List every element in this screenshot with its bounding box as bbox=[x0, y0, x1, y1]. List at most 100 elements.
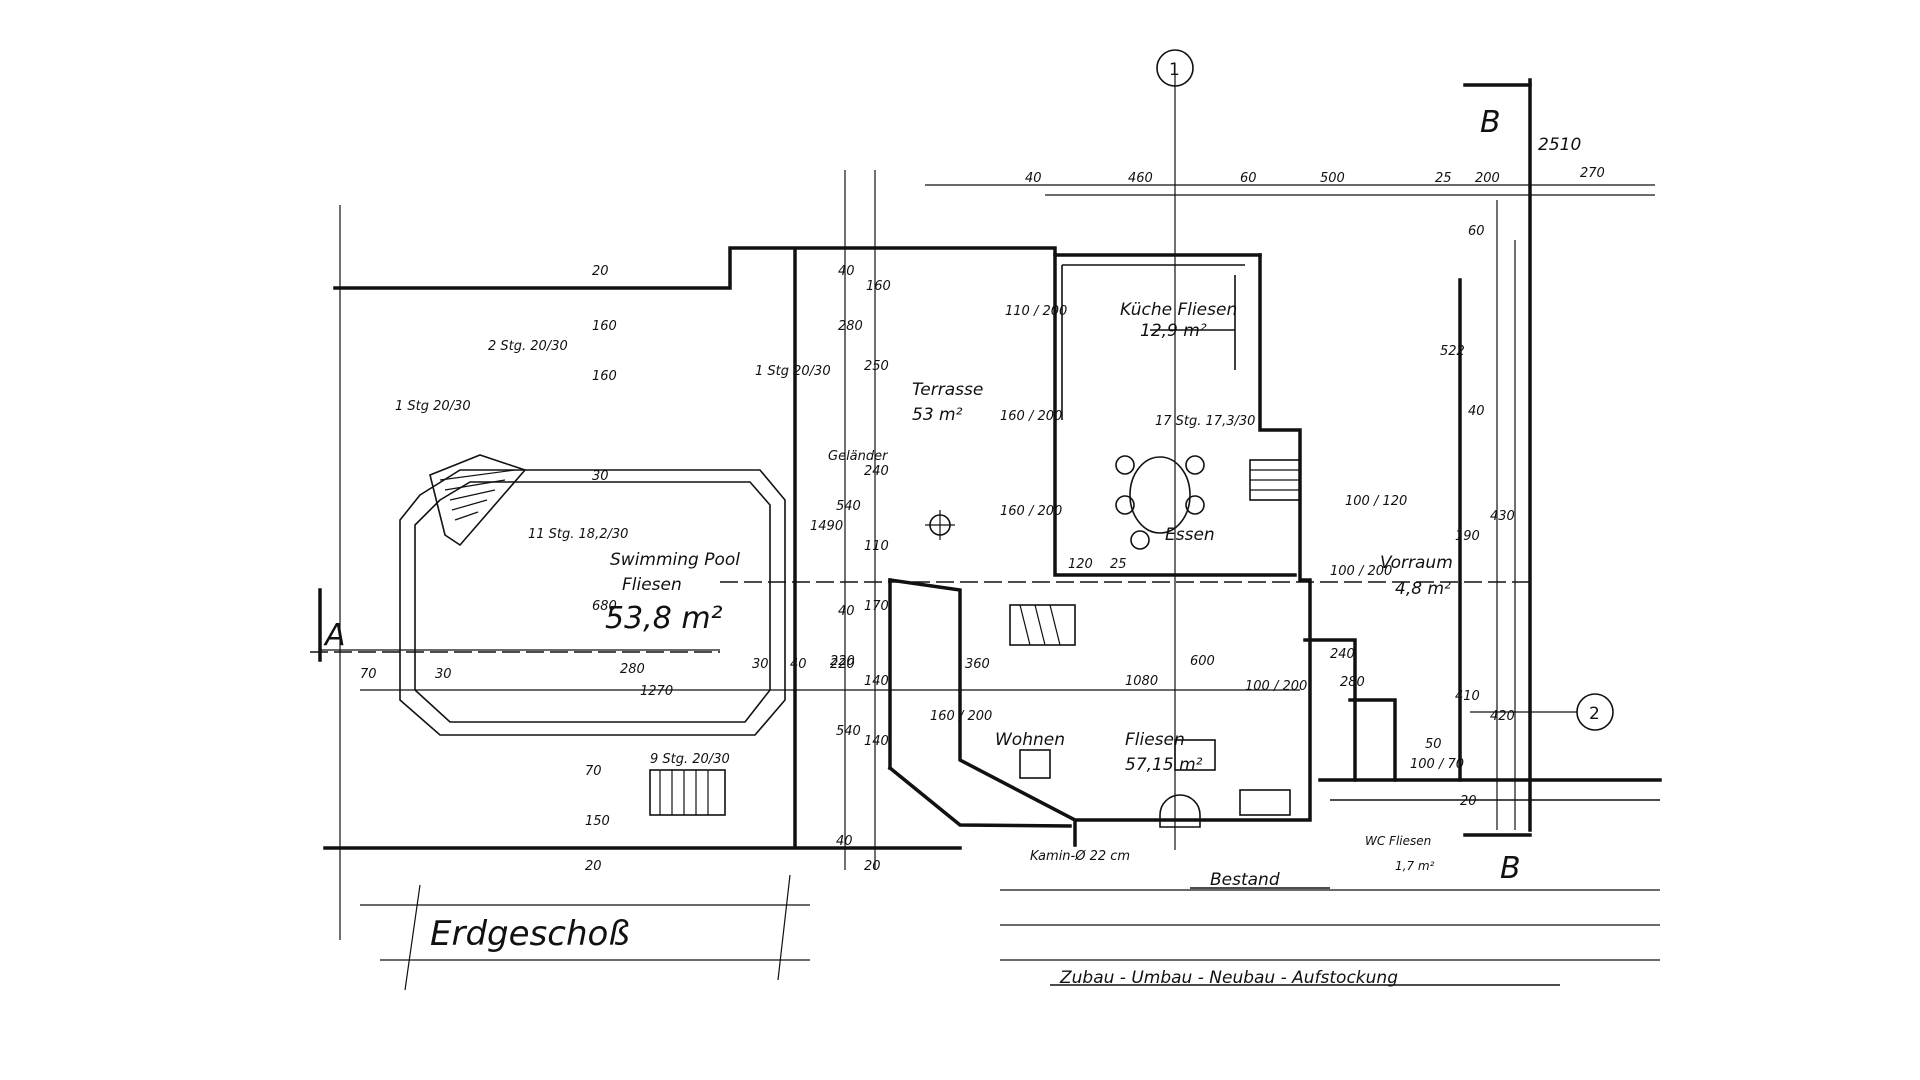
terrace-name: Terrasse bbox=[912, 380, 983, 400]
dim-label: 200 bbox=[1475, 171, 1500, 186]
dim-label: 30 bbox=[752, 657, 769, 672]
dim-label: 100 / 200 bbox=[1245, 679, 1307, 694]
dim-label: 30 bbox=[592, 469, 609, 484]
dimension-labels: 40 460 60 500 25 200 2510 270 20 160 160… bbox=[360, 135, 1605, 874]
dim-label: 160 bbox=[592, 369, 617, 384]
dim-label: 40 bbox=[838, 264, 855, 279]
dim-label: 250 bbox=[864, 359, 889, 374]
dim-label: 110 / 200 bbox=[1005, 304, 1067, 319]
dim-label: 40 bbox=[1468, 404, 1485, 419]
dim-label: 160 bbox=[592, 319, 617, 334]
dim-label: 240 bbox=[864, 464, 889, 479]
stairs-1a-note: 1 Stg 20/30 bbox=[395, 399, 471, 414]
dim-label: 70 bbox=[585, 764, 602, 779]
stairs-11-note: 11 Stg. 18,2/30 bbox=[528, 527, 628, 542]
dining-table bbox=[1115, 455, 1205, 550]
dim-label: 1490 bbox=[810, 519, 843, 534]
notes: Geländer 2 Stg. 20/30 1 Stg 20/30 1 Stg … bbox=[395, 339, 1398, 988]
dim-label: 220 bbox=[830, 654, 855, 669]
dining-label: Essen bbox=[1165, 525, 1215, 545]
dim-label: 60 bbox=[1240, 171, 1257, 186]
dim-label: 25 bbox=[1435, 171, 1452, 186]
legend-note: Zubau - Umbau - Neubau - Aufstockung bbox=[1059, 968, 1398, 988]
room-labels: Swimming Pool Fliesen 53,8 m² Terrasse 5… bbox=[605, 300, 1453, 873]
kitchen-area: 12,9 m² bbox=[1140, 321, 1207, 341]
stairs-2-note: 2 Stg. 20/30 bbox=[488, 339, 568, 354]
dim-label: 1270 bbox=[640, 684, 673, 699]
dim-label: 40 bbox=[1025, 171, 1042, 186]
dim-label: 220 bbox=[830, 657, 855, 672]
dim-label: 160 / 200 bbox=[1000, 504, 1062, 519]
dim-label: 100 / 200 bbox=[1330, 564, 1392, 579]
dim-label: 540 bbox=[836, 724, 861, 739]
section-a-label: A bbox=[323, 618, 346, 653]
dim-label: 160 bbox=[866, 279, 891, 294]
dim-label: 410 bbox=[1455, 689, 1480, 704]
dim-label: 280 bbox=[838, 319, 863, 334]
dim-label: 120 bbox=[1068, 557, 1093, 572]
dim-label: 100 / 70 bbox=[1410, 757, 1464, 772]
dim-label: 20 bbox=[585, 859, 602, 874]
dim-label: 460 bbox=[1128, 171, 1153, 186]
dim-label: 190 bbox=[1455, 529, 1480, 544]
dim-label: 40 bbox=[838, 604, 855, 619]
terrace-area: 53 m² bbox=[912, 405, 963, 425]
living-finish: Fliesen bbox=[1125, 730, 1185, 750]
hall-name: Vorraum bbox=[1380, 553, 1453, 573]
dim-label: 500 bbox=[1320, 171, 1345, 186]
dim-label: 600 bbox=[1190, 654, 1215, 669]
dim-label: 40 bbox=[836, 834, 853, 849]
section-b-top-label: B bbox=[1480, 105, 1501, 140]
dim-label: 25 bbox=[1110, 557, 1127, 572]
dim-label: 50 bbox=[1425, 737, 1442, 752]
dim-label: 420 bbox=[1490, 709, 1515, 724]
dim-label: 270 bbox=[1580, 166, 1605, 181]
dim-label: 140 bbox=[864, 674, 889, 689]
drawing-title: Erdgeschoß bbox=[430, 914, 630, 954]
dim-label: 60 bbox=[1468, 224, 1485, 239]
wc-area: 1,7 m² bbox=[1395, 859, 1435, 873]
pool-name: Swimming Pool bbox=[610, 550, 740, 570]
dim-label: 280 bbox=[620, 662, 645, 677]
stairs-9-note: 9 Stg. 20/30 bbox=[650, 752, 730, 767]
dimension-lines bbox=[310, 75, 1660, 991]
dim-label: 160 / 200 bbox=[930, 709, 992, 724]
swimming-pool-outline bbox=[399, 469, 786, 736]
living-area: 57,15 m² bbox=[1125, 755, 1203, 775]
dim-label: 360 bbox=[965, 657, 990, 672]
existing-note: Bestand bbox=[1210, 870, 1280, 890]
wc-name: WC Fliesen bbox=[1365, 834, 1431, 848]
stairs-1b-note: 1 Stg 20/30 bbox=[755, 364, 831, 379]
dim-label: 540 bbox=[836, 499, 861, 514]
dim-label: 430 bbox=[1490, 509, 1515, 524]
pool-area: 53,8 m² bbox=[605, 601, 723, 636]
hall-area: 4,8 m² bbox=[1395, 579, 1451, 599]
dim-label: 20 bbox=[592, 264, 609, 279]
axis-marker-2: 2 bbox=[1470, 693, 1614, 731]
dim-label: 680 bbox=[592, 599, 617, 614]
section-b-bottom-label: B bbox=[1500, 851, 1521, 886]
fireplace-note: Kamin-Ø 22 cm bbox=[1030, 849, 1130, 864]
railing-note: Geländer bbox=[828, 449, 889, 464]
axis-2-label: 2 bbox=[1589, 704, 1600, 724]
dim-label: 20 bbox=[864, 859, 881, 874]
kitchen-name: Küche Fliesen bbox=[1120, 300, 1237, 320]
dim-label: 140 bbox=[864, 734, 889, 749]
dim-label: 20 bbox=[1460, 794, 1477, 809]
living-name: Wohnen bbox=[995, 730, 1065, 750]
dim-label: 70 bbox=[360, 667, 377, 682]
axis-1-label: 1 bbox=[1169, 60, 1180, 80]
dim-label: 2510 bbox=[1538, 135, 1581, 155]
pool-stairs bbox=[429, 454, 1301, 816]
dim-label: 150 bbox=[585, 814, 610, 829]
stairs-17-note: 17 Stg. 17,3/30 bbox=[1155, 414, 1255, 429]
dim-label: 100 / 120 bbox=[1345, 494, 1407, 509]
dim-label: 40 bbox=[790, 657, 807, 672]
terrace-lamp bbox=[925, 510, 955, 540]
exterior-walls bbox=[323, 78, 1662, 850]
dim-label: 160 / 200 bbox=[1000, 409, 1062, 424]
axis-marker-1: 1 bbox=[1156, 49, 1194, 87]
dim-label: 280 bbox=[1340, 675, 1365, 690]
dim-label: 30 bbox=[435, 667, 452, 682]
